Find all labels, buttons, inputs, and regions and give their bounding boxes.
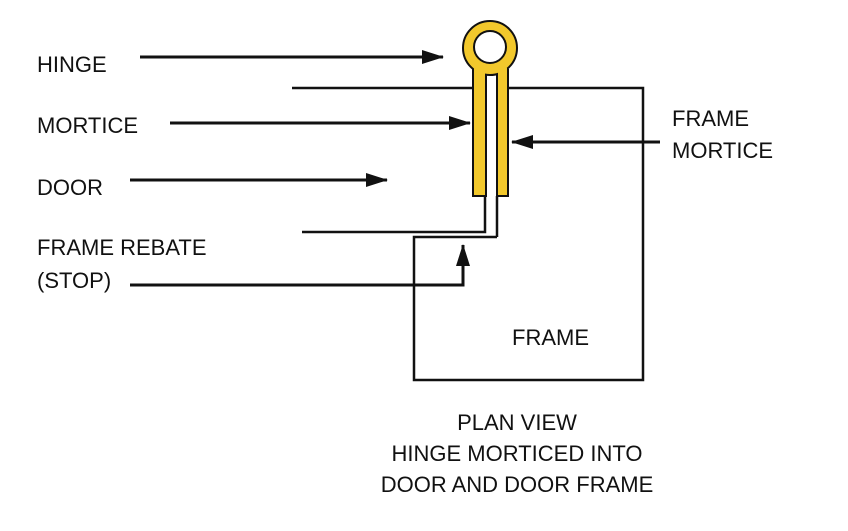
frame-outline (412, 86, 645, 382)
label-mortice: MORTICE (37, 113, 138, 138)
label-frame-rebate: FRAME REBATE (37, 235, 207, 260)
caption-line-3: DOOR AND DOOR FRAME (381, 472, 654, 497)
label-hinge: HINGE (37, 52, 107, 77)
frame-rebate-line (302, 196, 487, 234)
label-door: DOOR (37, 175, 103, 200)
label-frame-mortice-1: FRAME (672, 106, 749, 131)
caption-line-1: PLAN VIEW (457, 410, 577, 435)
caption-line-2: HINGE MORTICED INTO (392, 441, 643, 466)
label-frame: FRAME (512, 325, 589, 350)
label-frame-mortice-2: MORTICE (672, 138, 773, 163)
hinge-shape (462, 20, 518, 197)
frame-rebate-arrow (130, 244, 470, 287)
label-stop: (STOP) (37, 268, 111, 293)
